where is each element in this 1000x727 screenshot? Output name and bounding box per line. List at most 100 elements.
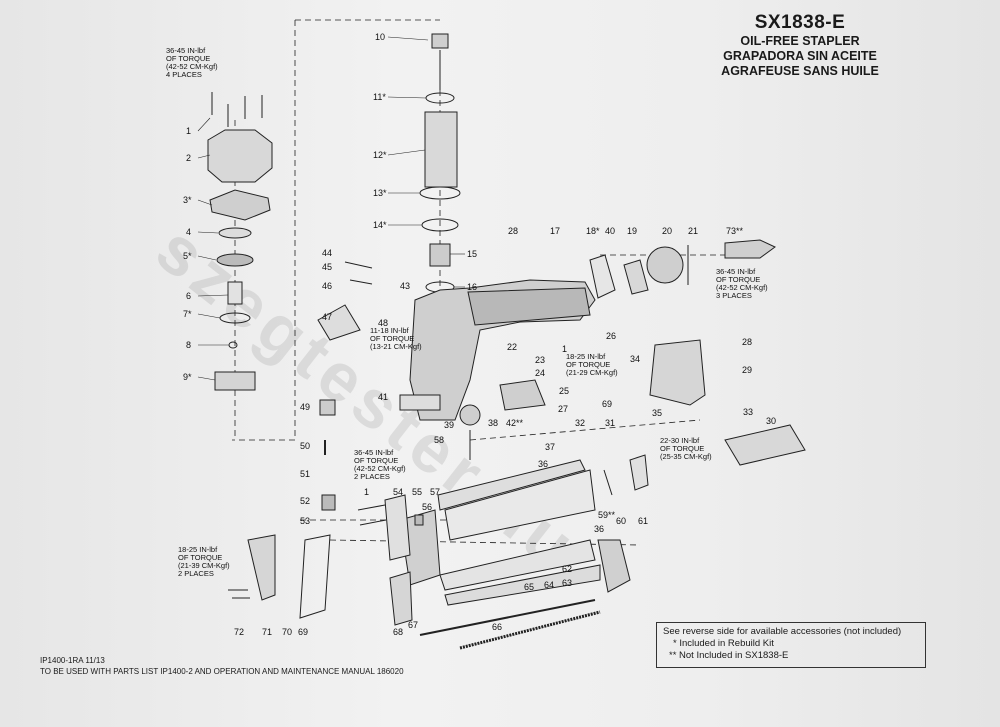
part-1c: 1 — [364, 487, 369, 497]
trigger-group — [228, 399, 424, 619]
torque-note-6-l4: 2 PLACES — [354, 472, 390, 481]
document-code: IP1400-1RA 11/13 — [40, 656, 105, 665]
part-9: 9* — [183, 372, 192, 382]
model-number: SX1838-E — [754, 12, 846, 33]
part-69a: 69 — [602, 399, 612, 409]
end-cap-assembly — [589, 239, 776, 299]
note-line-1: See reverse side for available accessori… — [663, 626, 902, 637]
torque-note-7-l2: OF TORQUE — [178, 553, 222, 562]
part-43: 43 — [400, 281, 410, 291]
part-50: 50 — [300, 441, 310, 451]
part-45: 45 — [322, 262, 332, 272]
torque-note-1-l3: (42-52 CM-Kgf) — [166, 62, 218, 71]
part-8: 8 — [186, 340, 191, 350]
part-17: 17 — [550, 226, 560, 236]
part-33: 33 — [743, 407, 753, 417]
part-10: 10 — [375, 32, 385, 42]
title-es: GRAPADORA SIN ACEITE — [723, 49, 877, 63]
magazine-assembly — [389, 459, 631, 650]
part-28a: 28 — [508, 226, 518, 236]
note-line-2: * Included in Rebuild Kit — [673, 638, 774, 649]
tool-body — [317, 261, 596, 421]
part-60: 60 — [616, 516, 626, 526]
part-22: 22 — [507, 342, 517, 352]
title-en: OIL-FREE STAPLER — [740, 34, 860, 48]
torque-note-3-l2: OF TORQUE — [566, 360, 610, 369]
torque-note-1-l2: OF TORQUE — [166, 54, 210, 63]
torque-note-3-l1: 18-25 IN-lbf — [566, 352, 606, 361]
nose-parts — [459, 339, 806, 496]
torque-note-4-l1: 36-45 IN-lbf — [716, 267, 756, 276]
part-36b: 36 — [594, 524, 604, 534]
part-19: 19 — [627, 226, 637, 236]
part-66: 66 — [492, 622, 502, 632]
part-14: 14* — [373, 220, 387, 230]
torque-note-4-l4: 3 PLACES — [716, 291, 752, 300]
torque-note-4-l2: OF TORQUE — [716, 275, 760, 284]
part-13: 13* — [373, 188, 387, 198]
part-68: 68 — [393, 627, 403, 637]
torque-note-6-l1: 36-45 IN-lbf — [354, 448, 394, 457]
part-40: 40 — [605, 226, 615, 236]
part-35: 35 — [652, 408, 662, 418]
part-61: 61 — [638, 516, 648, 526]
part-47: 47 — [322, 312, 332, 322]
part-48: 48 — [378, 318, 388, 328]
part-11: 11* — [373, 92, 386, 102]
part-12: 12* — [373, 150, 387, 160]
part-64: 64 — [544, 580, 554, 590]
part-6: 6 — [186, 291, 191, 301]
part-2: 2 — [186, 153, 191, 163]
part-25: 25 — [559, 386, 569, 396]
part-59: 59** — [598, 510, 616, 520]
part-30: 30 — [766, 416, 776, 426]
footer: IP1400-1RA 11/13 TO BE USED WITH PARTS L… — [40, 655, 404, 677]
part-26: 26 — [606, 331, 616, 341]
part-16: 16 — [467, 282, 477, 292]
part-55: 55 — [412, 487, 422, 497]
part-46: 46 — [322, 281, 332, 291]
part-44: 44 — [322, 248, 332, 258]
part-54: 54 — [393, 487, 403, 497]
part-51: 51 — [300, 469, 310, 479]
part-56: 56 — [422, 502, 432, 512]
torque-note-5-l3: (25-35 CM-Kgf) — [660, 452, 712, 461]
part-31: 31 — [605, 418, 615, 428]
torque-note-7-l3: (21-39 CM-Kgf) — [178, 561, 230, 570]
part-38: 38 — [488, 418, 498, 428]
part-21: 21 — [688, 226, 698, 236]
torque-note-1-l1: 36-45 IN-lbf — [166, 46, 206, 55]
part-24: 24 — [535, 368, 545, 378]
part-23: 23 — [535, 355, 545, 365]
accessories-note-box: See reverse side for available accessori… — [656, 622, 926, 668]
part-28b: 28 — [742, 337, 752, 347]
torque-note-2-l3: (13-21 CM-Kgf) — [370, 342, 422, 351]
part-37: 37 — [545, 442, 555, 452]
part-69b: 69 — [298, 627, 308, 637]
part-58: 58 — [434, 435, 444, 445]
part-70: 70 — [282, 627, 292, 637]
part-20: 20 — [662, 226, 672, 236]
leader-lines — [197, 36, 465, 381]
torque-note-6-l3: (42-52 CM-Kgf) — [354, 464, 406, 473]
left-column-parts — [207, 92, 273, 391]
part-67: 67 — [408, 620, 418, 630]
torque-note-7-l4: 2 PLACES — [178, 569, 214, 578]
part-36a: 36 — [538, 459, 548, 469]
torque-note-7-l1: 18-25 IN-lbf — [178, 545, 218, 554]
torque-note-2-l1: 11-18 IN-lbf — [370, 326, 410, 335]
part-7: 7* — [183, 309, 192, 319]
torque-note-5-l1: 22-30 IN-lbf — [660, 436, 700, 445]
part-62: 62 — [562, 564, 572, 574]
torque-note-5-l2: OF TORQUE — [660, 444, 704, 453]
part-73: 73** — [726, 226, 744, 236]
part-29: 29 — [742, 365, 752, 375]
part-65: 65 — [524, 582, 534, 592]
torque-note-1-l4: 4 PLACES — [166, 70, 202, 79]
part-labels: 1 2 3* 4 5* 6 7* 8 9* 10 11* 12* 13* 14*… — [183, 32, 776, 637]
cylinder-stack — [419, 33, 461, 293]
part-1: 1 — [186, 126, 191, 136]
torque-note-2-l2: OF TORQUE — [370, 334, 414, 343]
